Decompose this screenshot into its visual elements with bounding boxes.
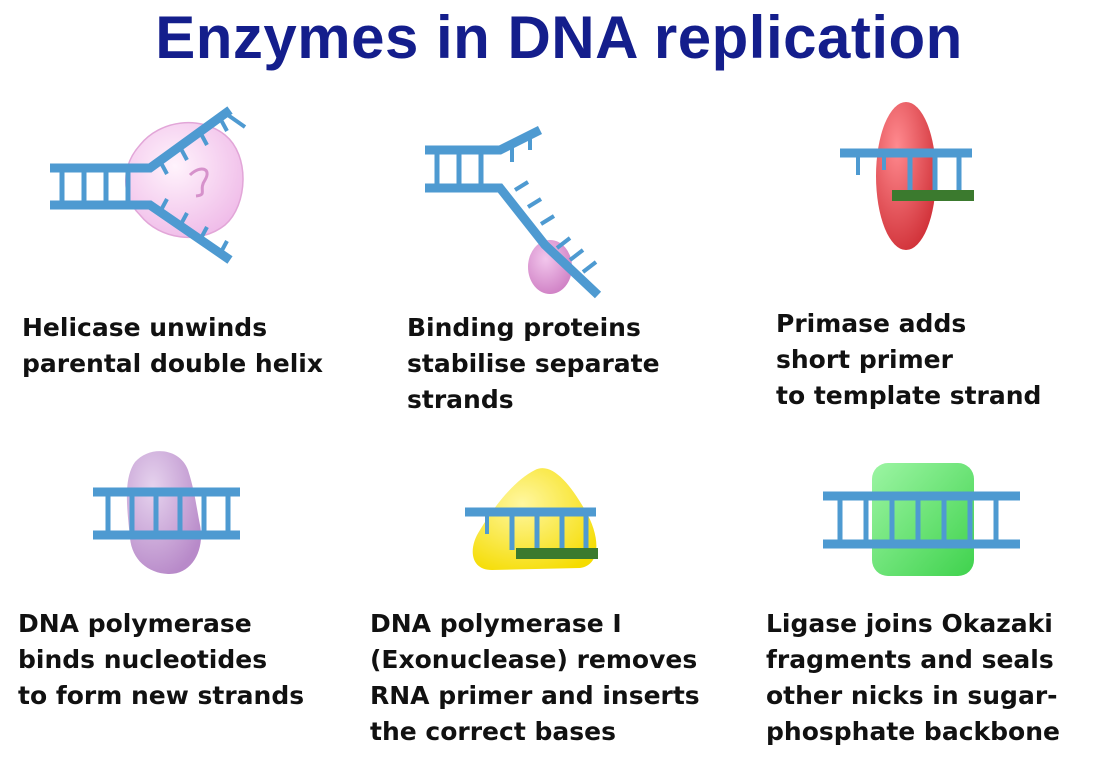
dna-polymerase-i-icon [465, 468, 598, 570]
caption-line: fragments and seals [766, 645, 1054, 674]
caption-line: strands [407, 385, 514, 414]
caption-line: phosphate backbone [766, 717, 1060, 746]
primase-icon [840, 102, 974, 250]
helicase-icon [50, 106, 247, 264]
dna-polymerase-icon [93, 451, 240, 575]
helicase-caption: Helicase unwinds parental double helix [22, 310, 323, 382]
ligase-icon [823, 463, 1020, 576]
caption-line: Primase adds [776, 309, 967, 338]
primase-caption: Primase adds short primer to template st… [776, 306, 1041, 414]
ligase-caption: Ligase joins Okazaki fragments and seals… [766, 606, 1060, 750]
caption-line: to form new strands [18, 681, 305, 710]
caption-line: binds nucleotides [18, 645, 268, 674]
caption-line: DNA polymerase [18, 609, 252, 638]
caption-line: to template strand [776, 381, 1042, 410]
binding-proteins-caption: Binding proteins stabilise separate stra… [407, 310, 660, 418]
caption-line: Ligase joins Okazaki [766, 609, 1053, 638]
binding-protein-icon [425, 125, 602, 299]
caption-line: RNA primer and inserts [370, 681, 700, 710]
caption-line: parental double helix [22, 349, 323, 378]
caption-line: other nicks in sugar- [766, 681, 1058, 710]
caption-line: (Exonuclease) removes [370, 645, 698, 674]
caption-line: DNA polymerase I [370, 609, 622, 638]
caption-line: Binding proteins [407, 313, 641, 342]
caption-line: Helicase unwinds [22, 313, 268, 342]
caption-line: stabilise separate [407, 349, 660, 378]
page-title: Enzymes in DNA replication [155, 4, 963, 71]
dna-polymerase-i-caption: DNA polymerase I (Exonuclease) removes R… [370, 606, 700, 750]
caption-line: short primer [776, 345, 953, 374]
caption-line: the correct bases [370, 717, 616, 746]
dna-polymerase-caption: DNA polymerase binds nucleotides to form… [18, 606, 304, 714]
